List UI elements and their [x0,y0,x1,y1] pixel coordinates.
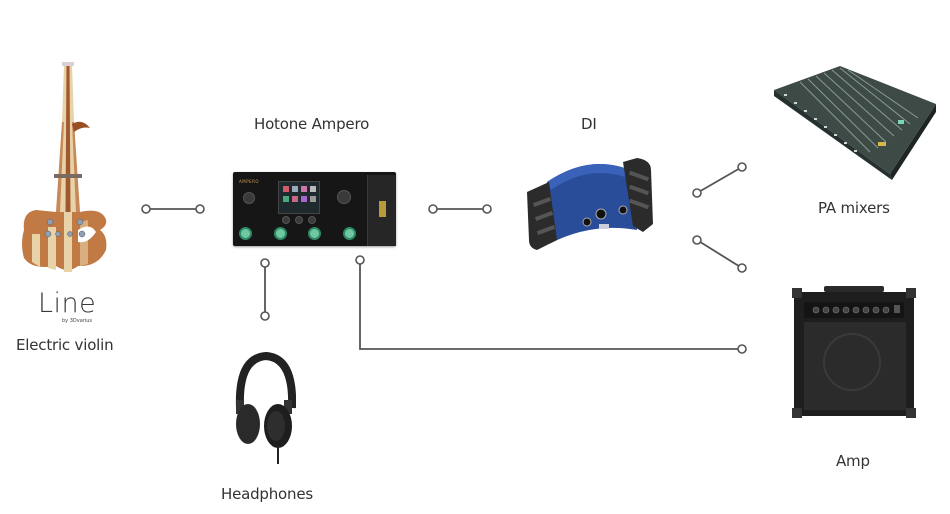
connector-node [141,204,151,214]
connector-node [737,162,747,172]
connector-node [737,344,747,354]
ampero-footswitch-4 [343,227,356,240]
line-logo-text: Line [38,288,97,319]
connector-node [692,188,702,198]
connector-node [428,204,438,214]
hotone-ampero-label: Hotone Ampero [254,115,370,133]
headphones-image [235,352,296,464]
hotone-ampero-image: AMPERO [233,172,396,246]
ampero-footswitch-2 [274,227,287,240]
ampero-footswitch-1 [239,227,252,240]
connector-node [260,258,270,268]
line-logo-subtitle: by 3Dvarius [62,318,92,324]
ampero-brand-text: AMPERO [239,179,260,184]
line-brand-logo: Line by 3Dvarius [38,288,98,328]
wire-di-to-pa [696,166,743,194]
pa-mixer-image [774,66,936,180]
connector-node [482,204,492,214]
ampero-footswitch-3 [308,227,321,240]
electric-violin-image [22,62,107,272]
connector-node [737,263,747,273]
headphones-label: Headphones [221,485,313,503]
wire-di-to-amp [696,239,743,269]
connector-node [195,204,205,214]
wire-ampero-to-amp [359,260,742,350]
amp-image [792,286,916,418]
connector-node [260,311,270,321]
di-label: DI [581,115,597,133]
connector-node [692,235,702,245]
ampero-screen [278,181,320,214]
connector-node [355,255,365,265]
pa-mixers-label: PA mixers [818,199,890,217]
electric-violin-label: Electric violin [16,336,114,354]
amp-label: Amp [836,452,870,470]
ampero-expression-pedal [367,175,396,246]
di-box-image [527,158,653,250]
